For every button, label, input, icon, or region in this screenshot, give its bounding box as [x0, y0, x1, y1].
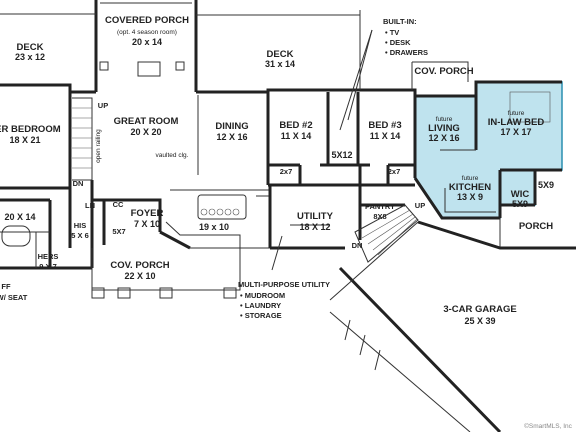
- dining-size: 12 X 16: [216, 132, 247, 142]
- master-bedroom-size: 18 X 21: [9, 135, 40, 145]
- up-stair-label: UP: [415, 201, 425, 210]
- future-kitchen-size: 13 X 9: [457, 192, 483, 202]
- hall-19-size: 19 x 10: [199, 222, 229, 232]
- dn-stair-label: DN: [352, 241, 363, 250]
- future-living-name: LIVING: [428, 123, 460, 134]
- covered-porch-note: (opt. 4 season room): [117, 29, 177, 36]
- dn-main-label: DN: [73, 179, 84, 188]
- inlaw-suite-highlight: [414, 81, 563, 219]
- foyer-size: 7 X 10: [134, 219, 160, 229]
- inlaw-bed-prefix: future: [508, 110, 525, 117]
- his-name: HIS: [74, 221, 87, 230]
- multi-purpose-title: MULTI-PURPOSE UTILITY: [238, 280, 330, 289]
- future-living-prefix: future: [436, 116, 453, 123]
- partial-off-label: FF: [1, 282, 11, 291]
- bath-small-size: 5X9: [538, 180, 554, 190]
- future-living-size: 12 X 16: [428, 133, 459, 143]
- multi-purpose-item-2: • LAUNDRY: [240, 301, 281, 310]
- deck-mid-size: 31 x 14: [265, 59, 295, 69]
- closet-a-size: 2x7: [280, 167, 293, 176]
- cc-name: CC: [113, 200, 124, 209]
- open-railing-label: open railing: [95, 129, 102, 163]
- ln-name: LN: [85, 201, 95, 210]
- multi-purpose-item-3: • STORAGE: [240, 311, 282, 320]
- covered-porch-size: 20 x 14: [132, 37, 162, 47]
- utility-name: UTILITY: [297, 211, 334, 222]
- bed3-size: 11 X 14: [370, 131, 401, 141]
- cov-porch-bottom-name: COV. PORCH: [110, 260, 169, 271]
- built-in-title: BUILT-IN:: [383, 17, 417, 26]
- porch-right-name: PORCH: [519, 221, 553, 232]
- wic-name: WIC: [511, 189, 530, 200]
- inlaw-bed-size: 17 X 17: [500, 127, 531, 137]
- garage-name: 3-CAR GARAGE: [443, 304, 516, 315]
- vaulted-note: vaulted clg.: [156, 152, 189, 159]
- bed2-name: BED #2: [279, 120, 312, 131]
- master-bedroom-name: TER BEDROOM: [0, 124, 61, 135]
- pantry-size: 8X8: [373, 212, 386, 221]
- bed3-name: BED #3: [368, 120, 401, 131]
- hers-name: HERS: [38, 252, 59, 261]
- hers-size: 9 X 7: [39, 262, 57, 271]
- bath-mid-size: 5X12: [331, 150, 352, 160]
- built-in-item-2: • DESK: [385, 38, 411, 47]
- inlaw-bed-name: IN-LAW BED: [488, 117, 545, 128]
- partial-seat-label: W/ SEAT: [0, 293, 28, 302]
- utility-size: 18 X 12: [299, 222, 330, 232]
- wic-size: 5X9: [512, 199, 528, 209]
- dining-name: DINING: [215, 121, 248, 132]
- garage-size: 25 X 39: [464, 316, 495, 326]
- left-room-size: 20 X 14: [4, 212, 35, 222]
- great-room-name: GREAT ROOM: [114, 116, 179, 127]
- cov-porch-top-name: COV. PORCH: [414, 66, 473, 77]
- future-kitchen-name: KITCHEN: [449, 182, 491, 193]
- deck-left-size: 23 x 12: [15, 52, 45, 62]
- watermark: ©SmartMLS, Inc: [524, 422, 573, 430]
- great-room-size: 20 X 20: [130, 127, 161, 137]
- covered-porch-name: COVERED PORCH: [105, 15, 189, 26]
- future-kitchen-prefix: future: [462, 175, 479, 182]
- deck-mid-name: DECK: [267, 49, 294, 60]
- built-in-item-1: • TV: [385, 28, 399, 37]
- foyer-name: FOYER: [131, 208, 164, 219]
- bed2-size: 11 X 14: [281, 131, 312, 141]
- pantry-name: PANTRY: [365, 202, 395, 211]
- closet-b-size: 2x7: [388, 167, 401, 176]
- built-in-item-3: • DRAWERS: [385, 48, 428, 57]
- up-main-label: UP: [98, 101, 108, 110]
- multi-purpose-item-1: • MUDROOM: [240, 291, 285, 300]
- closet-5x7-size: 5X7: [112, 227, 125, 236]
- deck-left-name: DECK: [17, 42, 44, 53]
- cov-porch-bottom-size: 22 X 10: [124, 271, 155, 281]
- his-size: 5 X 6: [71, 231, 89, 240]
